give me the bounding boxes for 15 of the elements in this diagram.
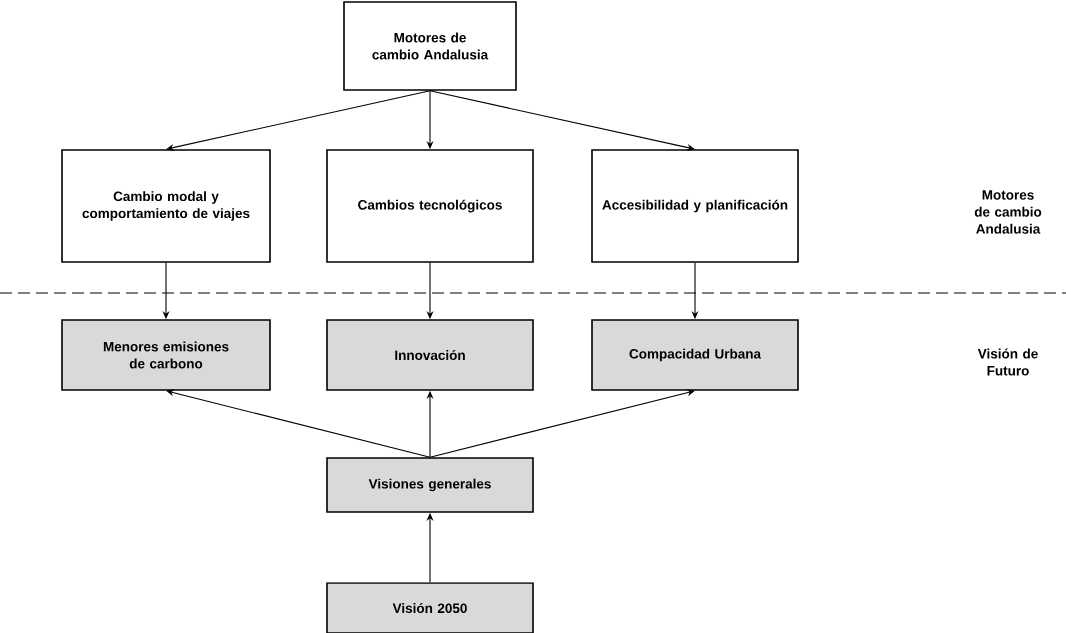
side-label: Motores de cambio Andalusia [974,190,1042,234]
process-box: Visiones generales [326,457,534,513]
process-box: Motores de cambio Andalusia [343,1,517,91]
side-label: Visión de Futuro [977,348,1038,376]
process-box: Accesibilidad y planificación [591,149,799,263]
process-box: Compacidad Urbana [591,319,799,391]
process-box: Cambio modal y comportamiento de viajes [61,149,271,263]
process-box: Innovación [326,319,534,391]
arrow [166,389,431,458]
arrow [166,90,431,151]
arrow [429,90,695,151]
process-box: Cambios tecnológicos [326,149,534,263]
process-box: Menores emisiones de carbono [61,319,271,391]
arrow [429,389,695,458]
process-box: Visión 2050 [326,582,534,633]
